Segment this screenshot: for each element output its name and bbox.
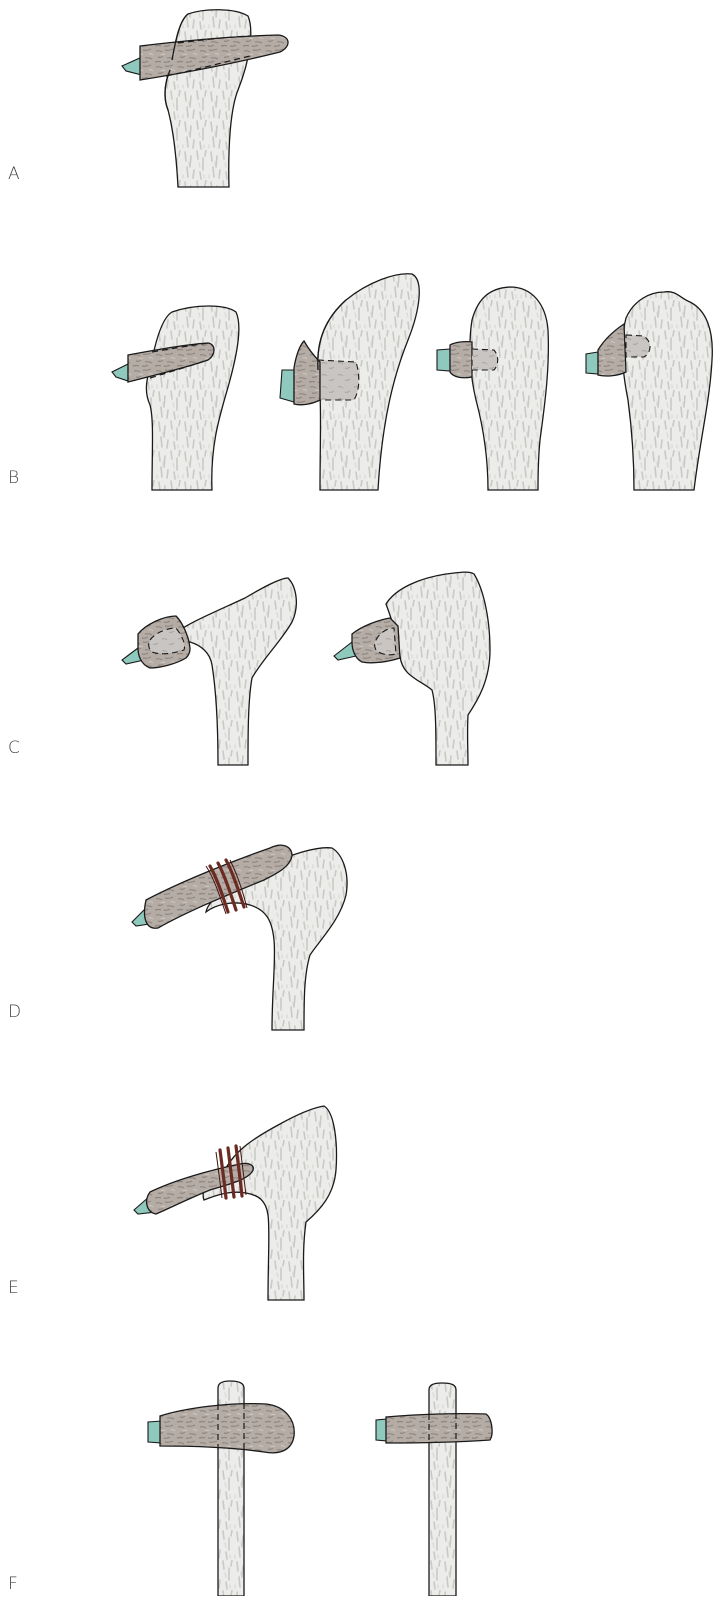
panel-b-shaft-4 [622, 292, 712, 490]
panel-label-f: F [8, 1574, 18, 1594]
panel-c-shaft-2 [386, 572, 490, 765]
panel-b-head-2 [318, 360, 359, 400]
panel-f-illustration [148, 1381, 492, 1596]
panel-f-stone-head-1 [160, 1404, 294, 1453]
panel-a-illustration [122, 10, 288, 187]
panel-b-socket-3 [472, 349, 498, 370]
panel-b-head-3 [450, 342, 472, 378]
panel-label-a: A [8, 164, 20, 184]
panel-c-shaft-1 [172, 578, 296, 765]
panel-b-blade-1 [112, 364, 128, 381]
panel-label-c: C [8, 738, 20, 758]
panel-b-blade-2 [280, 370, 294, 402]
panel-label-d: D [8, 1002, 21, 1022]
panel-c-illustration [122, 572, 490, 765]
panel-label-b: B [8, 468, 19, 488]
panel-b-socket-wing-2 [294, 341, 320, 405]
panel-a-blade [122, 57, 142, 75]
panel-f-stone-head-2 [386, 1414, 492, 1443]
panel-e-shaft [203, 1106, 336, 1300]
panel-b-socket-4 [626, 335, 650, 357]
panel-b-blade-3 [437, 349, 450, 371]
panel-e-illustration [134, 1106, 337, 1300]
panel-d-illustration [132, 845, 347, 1030]
panel-b-shaft-1 [146, 306, 239, 490]
panel-label-e: E [8, 1278, 19, 1298]
panel-b-head-4 [598, 324, 626, 376]
panel-b-shaft-3 [470, 287, 548, 490]
panel-b-blade-4 [586, 352, 598, 374]
panel-b-illustration [112, 274, 712, 490]
